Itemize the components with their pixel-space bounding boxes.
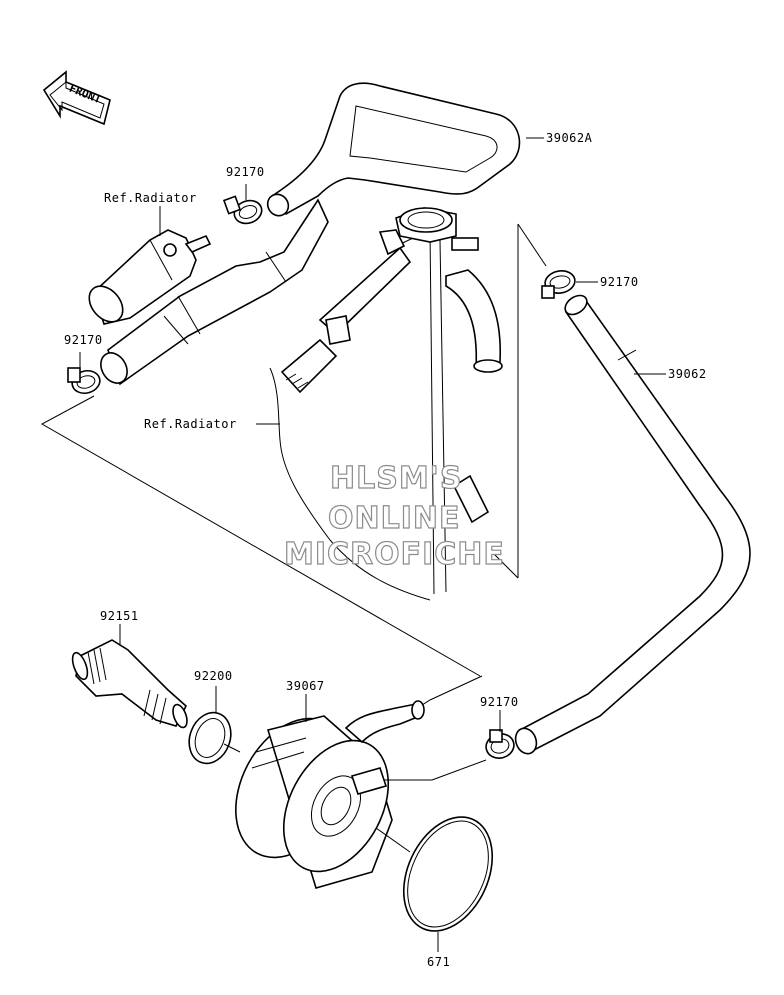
leader-671-cooler [375,827,411,853]
clamp-92170-left[interactable] [67,367,102,396]
watermark-line3: MICROFICHE [284,537,505,572]
label-92170-top: 92170 [226,165,265,179]
oring-671[interactable] [386,803,509,946]
leader-92200-bolt [223,743,241,753]
oil-cooler-39067[interactable] [213,699,425,889]
watermark: HLSM'S ONLINE MICROFICHE [283,460,505,572]
clamp-92170-top[interactable] [222,195,265,227]
label-39067: 39067 [286,679,325,693]
watermark-line2: ONLINE [328,501,461,536]
label-92200: 92200 [194,669,233,683]
label-92170-bottom: 92170 [480,695,519,709]
label-ref-radiator-upper: Ref.Radiator [104,191,197,205]
label-92170-left: 92170 [64,333,103,347]
guide-line-left [40,395,481,677]
radiator-fitting-upper[interactable] [82,229,212,328]
bolt-92151[interactable] [70,639,190,729]
clamp-92170-bottom[interactable] [483,729,516,761]
leader-oil-cooler-clamp [431,759,487,781]
label-39062: 39062 [668,367,707,381]
label-92151: 92151 [100,609,139,623]
label-92170-right: 92170 [600,275,639,289]
hose-39062a[interactable] [96,82,521,388]
hose-39062[interactable] [512,292,751,757]
clamp-92170-right[interactable] [541,269,577,299]
front-arrow-icon: FRONT [42,70,111,126]
label-39062a: 39062A [546,131,593,145]
label-671: 671 [427,955,450,969]
watermark-line1: HLSM'S [330,461,462,496]
label-ref-radiator-lower: Ref.Radiator [144,417,237,431]
washer-92200[interactable] [182,707,237,770]
radiator-body [269,207,547,601]
